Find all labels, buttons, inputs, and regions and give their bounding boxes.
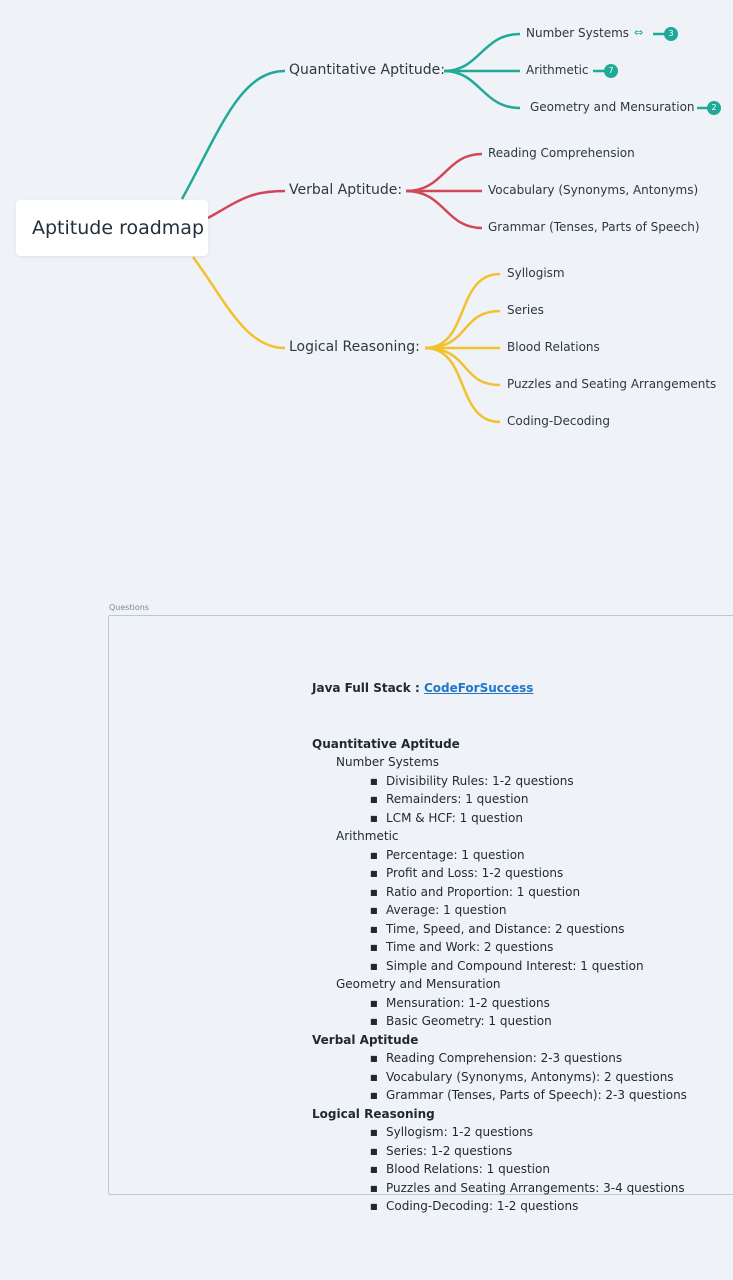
list-item: ■Simple and Compound Interest: 1 questio… — [370, 959, 644, 973]
list-item: ■Percentage: 1 question — [370, 848, 525, 862]
branch-quantitative[interactable]: Quantitative Aptitude: — [289, 62, 445, 78]
branch-logical[interactable]: Logical Reasoning: — [289, 339, 420, 355]
notes-frame[interactable] — [108, 615, 733, 1195]
subsection-title: Geometry and Mensuration — [336, 977, 501, 991]
leaf-puzzles[interactable]: Puzzles and Seating Arrangements — [507, 377, 717, 391]
connector-quant-1 — [443, 32, 521, 73]
connector-logical-1 — [424, 272, 501, 350]
list-item: ■Blood Relations: 1 question — [370, 1162, 550, 1176]
subsection-title: Arithmetic — [336, 829, 399, 843]
list-item: ■Grammar (Tenses, Parts of Speech): 2-3 … — [370, 1088, 687, 1102]
leaf-coding-decoding[interactable]: Coding-Decoding — [507, 414, 610, 428]
list-item: ■Coding-Decoding: 1-2 questions — [370, 1199, 579, 1213]
section-title: Logical Reasoning — [312, 1107, 435, 1121]
list-item: ■Reading Comprehension: 2-3 questions — [370, 1051, 623, 1065]
list-item: ■Remainders: 1 question — [370, 792, 529, 806]
link-icon[interactable]: ⇔ — [634, 26, 644, 39]
section-title: Quantitative Aptitude — [312, 737, 460, 751]
list-item: ■Series: 1-2 questions — [370, 1144, 513, 1158]
connector-root-logical — [191, 256, 286, 350]
leaf-vocabulary[interactable]: Vocabulary (Synonyms, Antonyms) — [488, 183, 699, 197]
codeforsuccess-link[interactable]: CodeForSuccess — [423, 681, 534, 695]
leaf-number-systems[interactable]: Number Systems — [526, 26, 630, 40]
leaf-geometry[interactable]: Geometry and Mensuration — [530, 100, 695, 114]
count-badge[interactable]: 7 — [604, 64, 618, 78]
connector-root-verbal — [207, 189, 286, 220]
list-item: ■Mensuration: 1-2 questions — [370, 996, 550, 1010]
branch-verbal[interactable]: Verbal Aptitude: — [289, 182, 403, 198]
section-title: Verbal Aptitude — [312, 1033, 419, 1047]
list-item: ■Vocabulary (Synonyms, Antonyms): 2 ques… — [370, 1070, 674, 1084]
list-item: ■LCM & HCF: 1 question — [370, 811, 523, 825]
connector-logical-5 — [424, 346, 501, 424]
count-badge[interactable]: 3 — [664, 27, 678, 41]
subsection-title: Number Systems — [336, 755, 440, 769]
connector-quant-3 — [443, 69, 521, 110]
list-item: ■Puzzles and Seating Arrangements: 3-4 q… — [370, 1181, 685, 1195]
connector-logical-2 — [424, 309, 501, 350]
connector-root-quant — [180, 69, 286, 200]
connector-verbal-3 — [405, 189, 483, 230]
mind-map: Aptitude roadmap Quantitative Aptitude: … — [0, 0, 733, 470]
list-item: ■Profit and Loss: 1-2 questions — [370, 866, 564, 880]
leaf-grammar[interactable]: Grammar (Tenses, Parts of Speech) — [488, 220, 700, 234]
count-badge[interactable]: 2 — [707, 101, 721, 115]
root-node[interactable]: Aptitude roadmap — [16, 200, 208, 256]
list-item: ■Syllogism: 1-2 questions — [370, 1125, 533, 1139]
list-item: ■Time and Work: 2 questions — [370, 940, 554, 954]
list-item: ■Ratio and Proportion: 1 question — [370, 885, 581, 899]
leaf-series[interactable]: Series — [507, 303, 544, 317]
connector-logical-4 — [424, 346, 501, 387]
mind-map-connectors — [180, 32, 708, 424]
list-item: ■Average: 1 question — [370, 903, 507, 917]
list-item: ■Time, Speed, and Distance: 2 questions — [370, 922, 625, 936]
leaf-blood-relations[interactable]: Blood Relations — [507, 340, 600, 354]
list-item: ■Divisibility Rules: 1-2 questions — [370, 774, 574, 788]
connector-verbal-1 — [405, 152, 483, 193]
header-prefix: Java Full Stack : — [312, 681, 424, 695]
leaf-arithmetic[interactable]: Arithmetic — [526, 63, 589, 77]
leaf-syllogism[interactable]: Syllogism — [507, 266, 565, 280]
doc-header: Java Full Stack : CodeForSuccess — [312, 681, 533, 696]
list-item: ■Basic Geometry: 1 question — [370, 1014, 552, 1028]
frame-label: Questions — [109, 603, 149, 612]
leaf-reading[interactable]: Reading Comprehension — [488, 146, 635, 160]
